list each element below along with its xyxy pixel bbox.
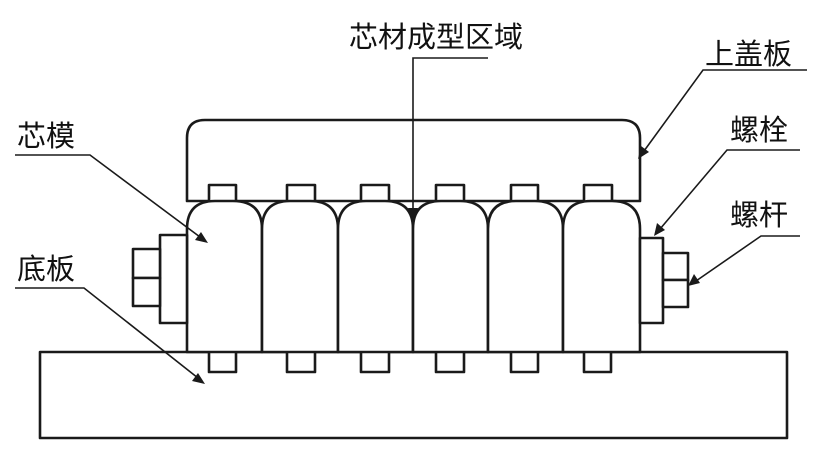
base-plate xyxy=(38,350,789,440)
screw-rod-arrow xyxy=(688,274,700,286)
core-mold xyxy=(185,199,264,354)
core-region-leader xyxy=(412,57,488,214)
base-plate-leader xyxy=(15,287,199,379)
core-mold-group xyxy=(185,199,642,354)
core-mold-label: 芯模 xyxy=(17,119,75,153)
upper-cover-leader xyxy=(643,69,807,152)
upper-cover-arrow xyxy=(638,146,649,159)
core-mold-leader xyxy=(15,154,201,238)
core-mold xyxy=(561,199,642,354)
core-mold xyxy=(411,199,490,354)
right-bolt xyxy=(638,236,690,325)
core-mold xyxy=(336,199,415,354)
base-plate-arrow xyxy=(192,373,205,384)
core-region-arrow xyxy=(408,208,418,222)
screw-rod-leader xyxy=(695,235,800,282)
core-forming-region-label: 芯材成型区域 xyxy=(349,20,523,54)
core-mold-arrow xyxy=(195,232,208,243)
bolt-label: 螺栓 xyxy=(730,113,788,147)
bolt-arrow xyxy=(654,223,665,236)
bolt-leader xyxy=(659,149,800,230)
core-mold xyxy=(260,199,340,354)
screw-rod-label: 螺杆 xyxy=(730,198,788,232)
base-plate-label: 底板 xyxy=(17,252,75,286)
left-bolt xyxy=(131,233,189,325)
upper-cover-label: 上盖板 xyxy=(705,37,792,71)
core-mold xyxy=(486,199,565,354)
